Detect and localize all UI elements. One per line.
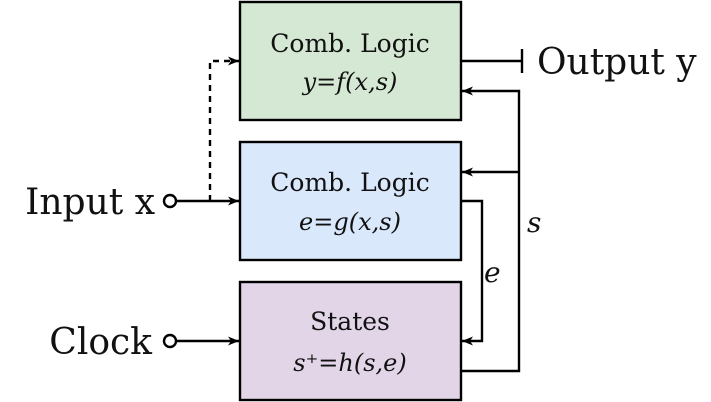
e-signal-label: e — [484, 256, 501, 289]
input-label: Input x — [25, 182, 155, 223]
output-logic-block: Comb. Logic y=f(x,s) — [238, 0, 463, 122]
input-terminal — [162, 193, 178, 209]
next-state-logic-block: Comb. Logic e=g(x,s) — [238, 140, 463, 262]
states-title: States — [310, 307, 390, 336]
clock-label: Clock — [49, 322, 153, 363]
output-logic-box — [238, 0, 463, 122]
clock-terminal — [162, 333, 178, 349]
output-label: Output y — [537, 42, 697, 83]
e-signal-wire — [461, 199, 484, 346]
output-logic-title: Comb. Logic — [270, 29, 429, 58]
s-feedback-wire — [461, 86, 521, 373]
next-state-logic-equation: e=g(x,s) — [299, 208, 401, 236]
next-state-logic-box — [238, 140, 463, 262]
states-equation: s⁺=h(s,e) — [293, 349, 406, 377]
next-state-logic-title: Comb. Logic — [270, 168, 429, 197]
states-box — [238, 280, 463, 402]
s-signal-label: s — [527, 206, 541, 239]
states-block: States s⁺=h(s,e) — [238, 280, 463, 402]
input-to-output-logic-dashed-wire — [208, 56, 239, 201]
output-logic-equation: y=f(x,s) — [302, 68, 398, 96]
